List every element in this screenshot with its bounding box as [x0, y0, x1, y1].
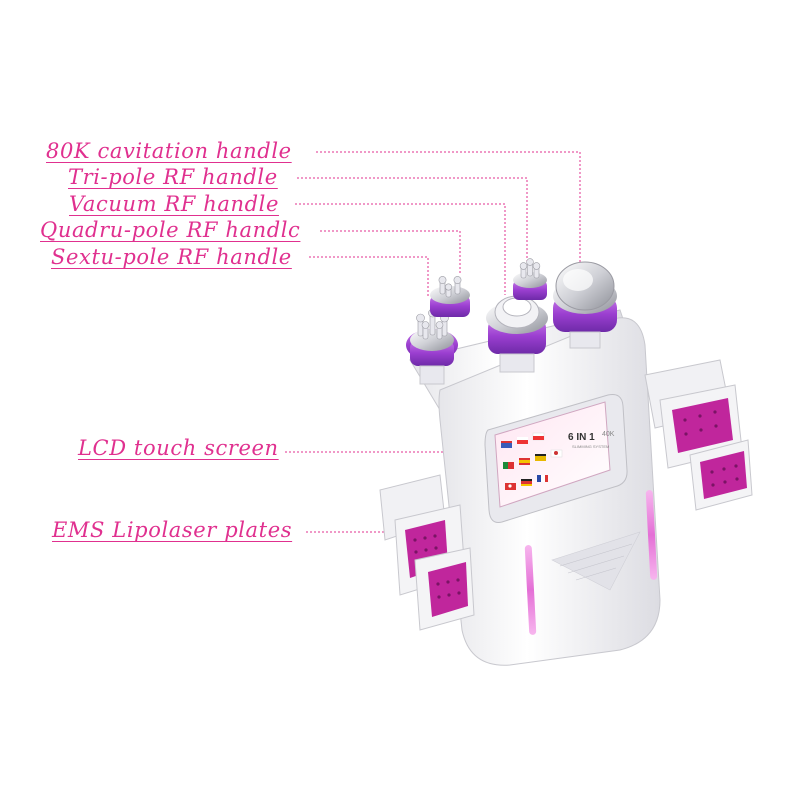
label-lcd-touch-screen: LCD touch screen [78, 436, 279, 460]
language-flag-icons [501, 432, 563, 490]
label-ems-lipolaser-plates: EMS Lipolaser plates [52, 518, 293, 542]
ems-plates-right [644, 359, 753, 511]
screen-title: 6 IN 1 [568, 432, 595, 443]
sextupole-rf-handle [406, 308, 458, 385]
label-vacuum-handle: Vacuum RF handle [69, 192, 279, 216]
cavitation-handle [553, 261, 617, 349]
quadrupole-rf-handle [430, 276, 470, 317]
ems-plates-left [379, 474, 475, 631]
label-cavitation-handle: 80K cavitation handle [46, 139, 292, 163]
right-light-bar [645, 490, 658, 580]
screen-title-sub: 40K [602, 431, 615, 438]
leader-lines [285, 151, 581, 533]
tripole-rf-handle [513, 258, 547, 300]
label-sextupole-handle: Sextu-pole RF handle [51, 245, 292, 269]
screen-subtitle: SLIMMING SYSTEM [572, 444, 609, 449]
label-quadrupole-handle: Quadru-pole RF handlc [40, 218, 301, 242]
left-light-bar [524, 545, 537, 635]
label-tripole-handle: Tri-pole RF handle [68, 165, 278, 189]
vacuum-rf-handle [486, 295, 548, 373]
vent-grille [551, 531, 641, 591]
